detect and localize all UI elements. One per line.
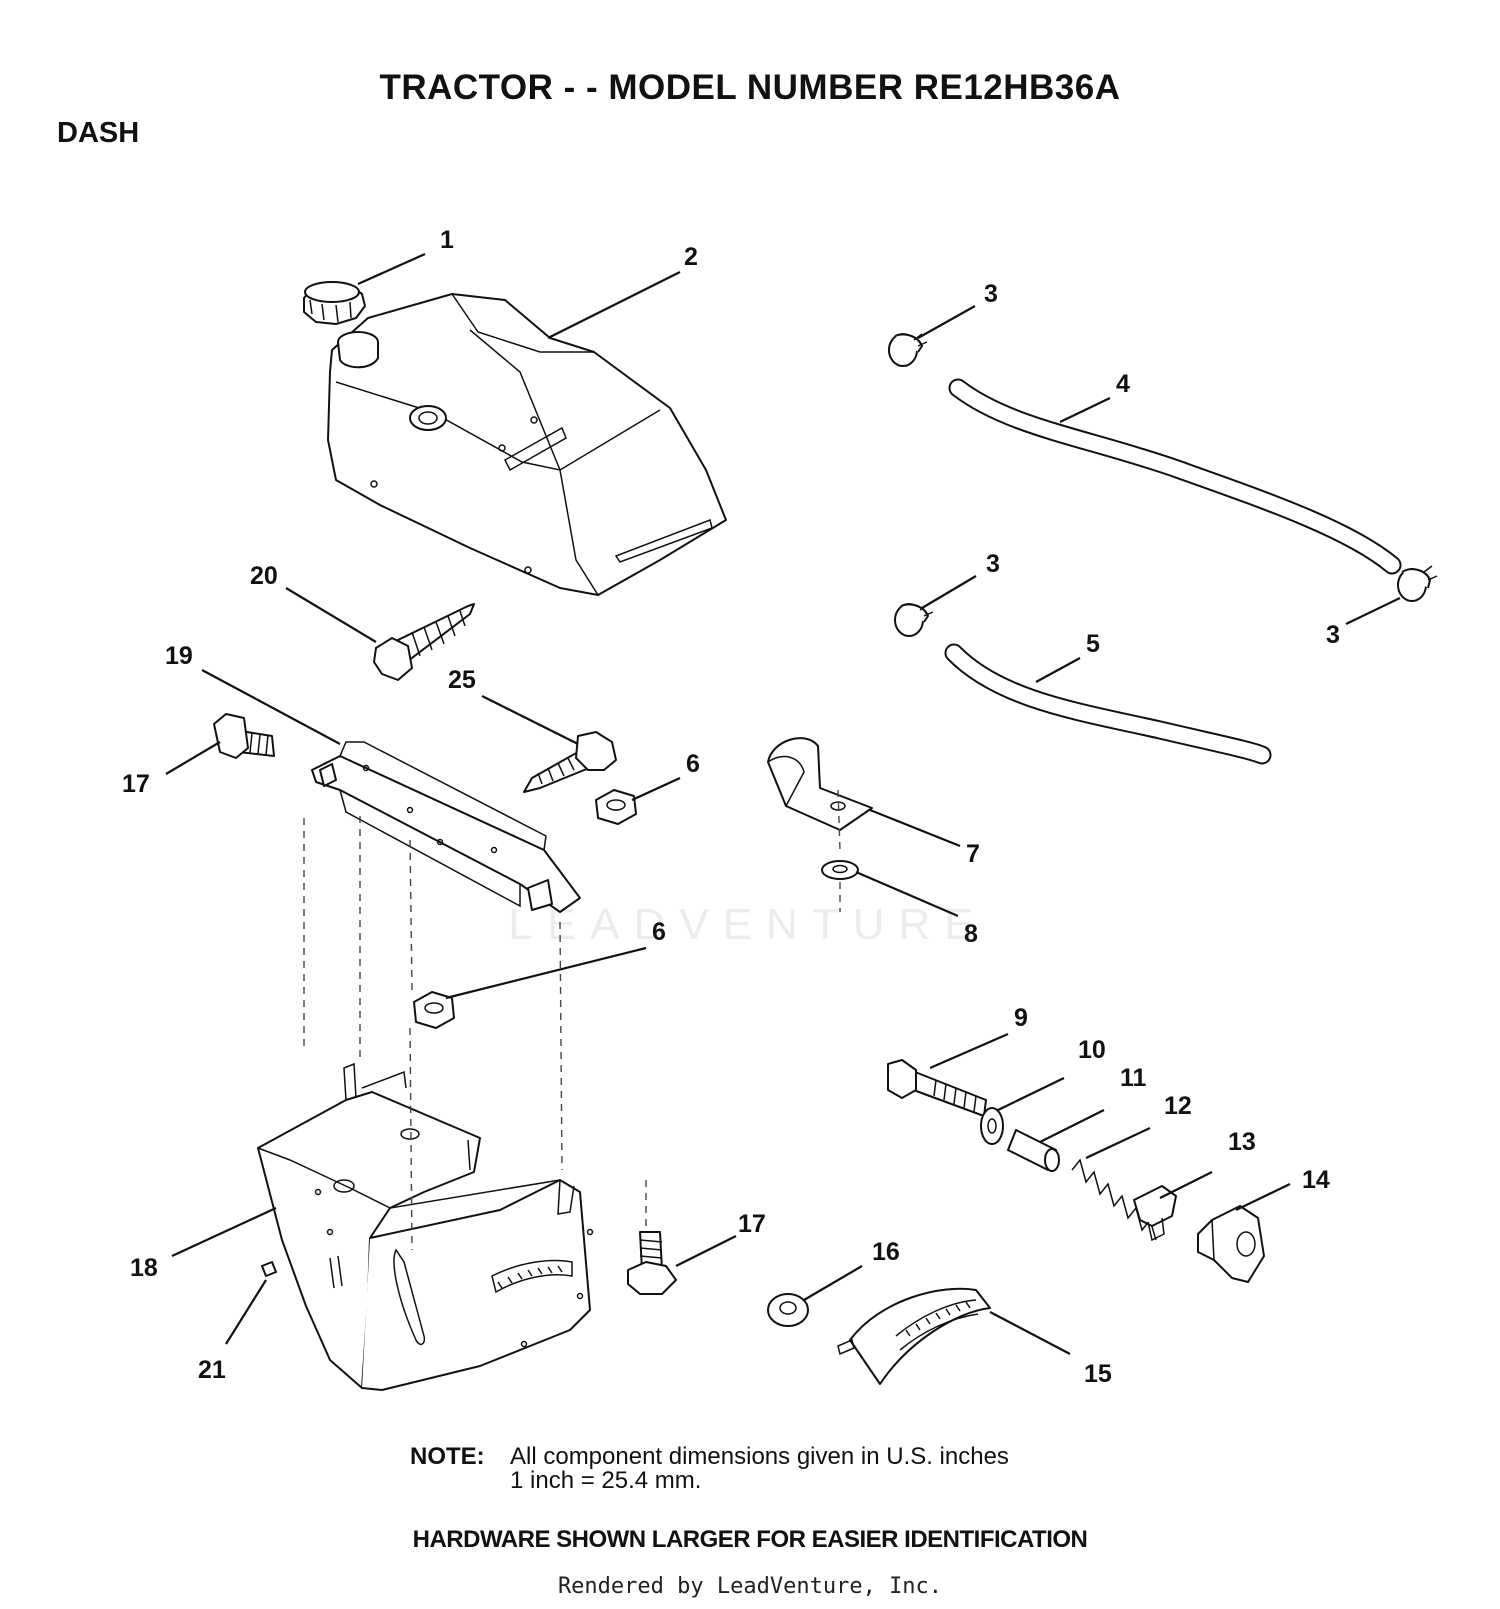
part-5-fuel-line[interactable] — [944, 643, 1272, 765]
part-11-spacer[interactable] — [1007, 1129, 1060, 1172]
part-6-nut-upper[interactable] — [595, 789, 637, 825]
part-9-bolt[interactable] — [887, 1059, 987, 1117]
callout-19[interactable]: 19 — [165, 642, 193, 670]
note-line-1: All component dimensions given in U.S. i… — [510, 1443, 1009, 1470]
callout-17[interactable]: 17 — [122, 770, 150, 798]
part-15-throttle-plate[interactable] — [837, 1287, 991, 1385]
callout-11[interactable]: 11 — [1120, 1064, 1147, 1092]
part-10-washer[interactable] — [980, 1107, 1004, 1145]
assembly-guide-lines — [303, 789, 841, 1251]
part-17-bolt-upper[interactable] — [213, 713, 275, 759]
note-label: NOTE: — [410, 1443, 485, 1470]
leader-lines — [165, 252, 1401, 1355]
callout-numbers: 1 2 3 4 3 3 5 20 19 25 17 6 7 8 6 9 10 1… — [122, 226, 1340, 1388]
callout-3[interactable]: 3 — [1326, 621, 1340, 649]
callout-13[interactable]: 13 — [1228, 1128, 1256, 1156]
note-line-2: 1 inch = 25.4 mm. — [510, 1467, 702, 1494]
part-25-bolt[interactable] — [523, 731, 617, 793]
part-7-hose-clip[interactable] — [767, 737, 873, 831]
part-17-bolt-lower[interactable] — [627, 1231, 677, 1295]
part-16-flange-nut[interactable] — [767, 1293, 809, 1327]
watermark-logo: LEADVENTURE — [508, 900, 988, 949]
callout-3[interactable]: 3 — [986, 550, 1000, 578]
render-credit: Rendered by LeadVenture, Inc. — [557, 1574, 943, 1599]
part-3-hose-clamp-b[interactable] — [894, 603, 934, 637]
section-title: DASH — [57, 117, 140, 149]
part-8-washer[interactable] — [821, 860, 859, 880]
callout-6[interactable]: 6 — [652, 918, 666, 946]
callout-3[interactable]: 3 — [984, 280, 998, 308]
part-14-lever-mount[interactable] — [1197, 1205, 1265, 1283]
callout-15[interactable]: 15 — [1084, 1360, 1112, 1388]
part-12-spring[interactable] — [1071, 1158, 1157, 1241]
part-4-fuel-line[interactable] — [948, 378, 1402, 575]
callout-21[interactable]: 21 — [198, 1356, 226, 1384]
part-3-hose-clamp-c[interactable] — [1397, 565, 1438, 602]
callout-14[interactable]: 14 — [1302, 1166, 1330, 1194]
callout-6[interactable]: 6 — [686, 750, 700, 778]
part-1-fuel-cap[interactable] — [303, 281, 366, 325]
callout-18[interactable]: 18 — [130, 1254, 158, 1282]
part-19-dash-bracket[interactable] — [311, 741, 581, 913]
callout-25[interactable]: 25 — [448, 666, 476, 694]
part-3-hose-clamp-a[interactable] — [888, 333, 928, 367]
hardware-note: HARDWARE SHOWN LARGER FOR EASIER IDENTIF… — [412, 1526, 1088, 1553]
part-21-pin[interactable] — [261, 1261, 277, 1277]
callout-8[interactable]: 8 — [964, 920, 978, 948]
callout-10[interactable]: 10 — [1078, 1036, 1106, 1064]
page-title: TRACTOR - - MODEL NUMBER RE12HB36A — [379, 68, 1121, 107]
part-20-screw[interactable] — [373, 603, 475, 681]
callout-7[interactable]: 7 — [966, 840, 980, 868]
callout-12[interactable]: 12 — [1164, 1092, 1192, 1120]
callout-2[interactable]: 2 — [684, 243, 698, 271]
callout-16[interactable]: 16 — [872, 1238, 900, 1266]
callout-1[interactable]: 1 — [440, 226, 454, 254]
callout-9[interactable]: 9 — [1014, 1004, 1028, 1032]
callout-17[interactable]: 17 — [738, 1210, 766, 1238]
callout-20[interactable]: 20 — [250, 562, 278, 590]
callout-5[interactable]: 5 — [1086, 630, 1100, 658]
part-6-nut-lower[interactable] — [413, 991, 455, 1029]
part-18-dash-panel[interactable] — [257, 1062, 594, 1391]
part-2-fuel-tank[interactable] — [327, 293, 727, 596]
callout-4[interactable]: 4 — [1116, 370, 1130, 398]
